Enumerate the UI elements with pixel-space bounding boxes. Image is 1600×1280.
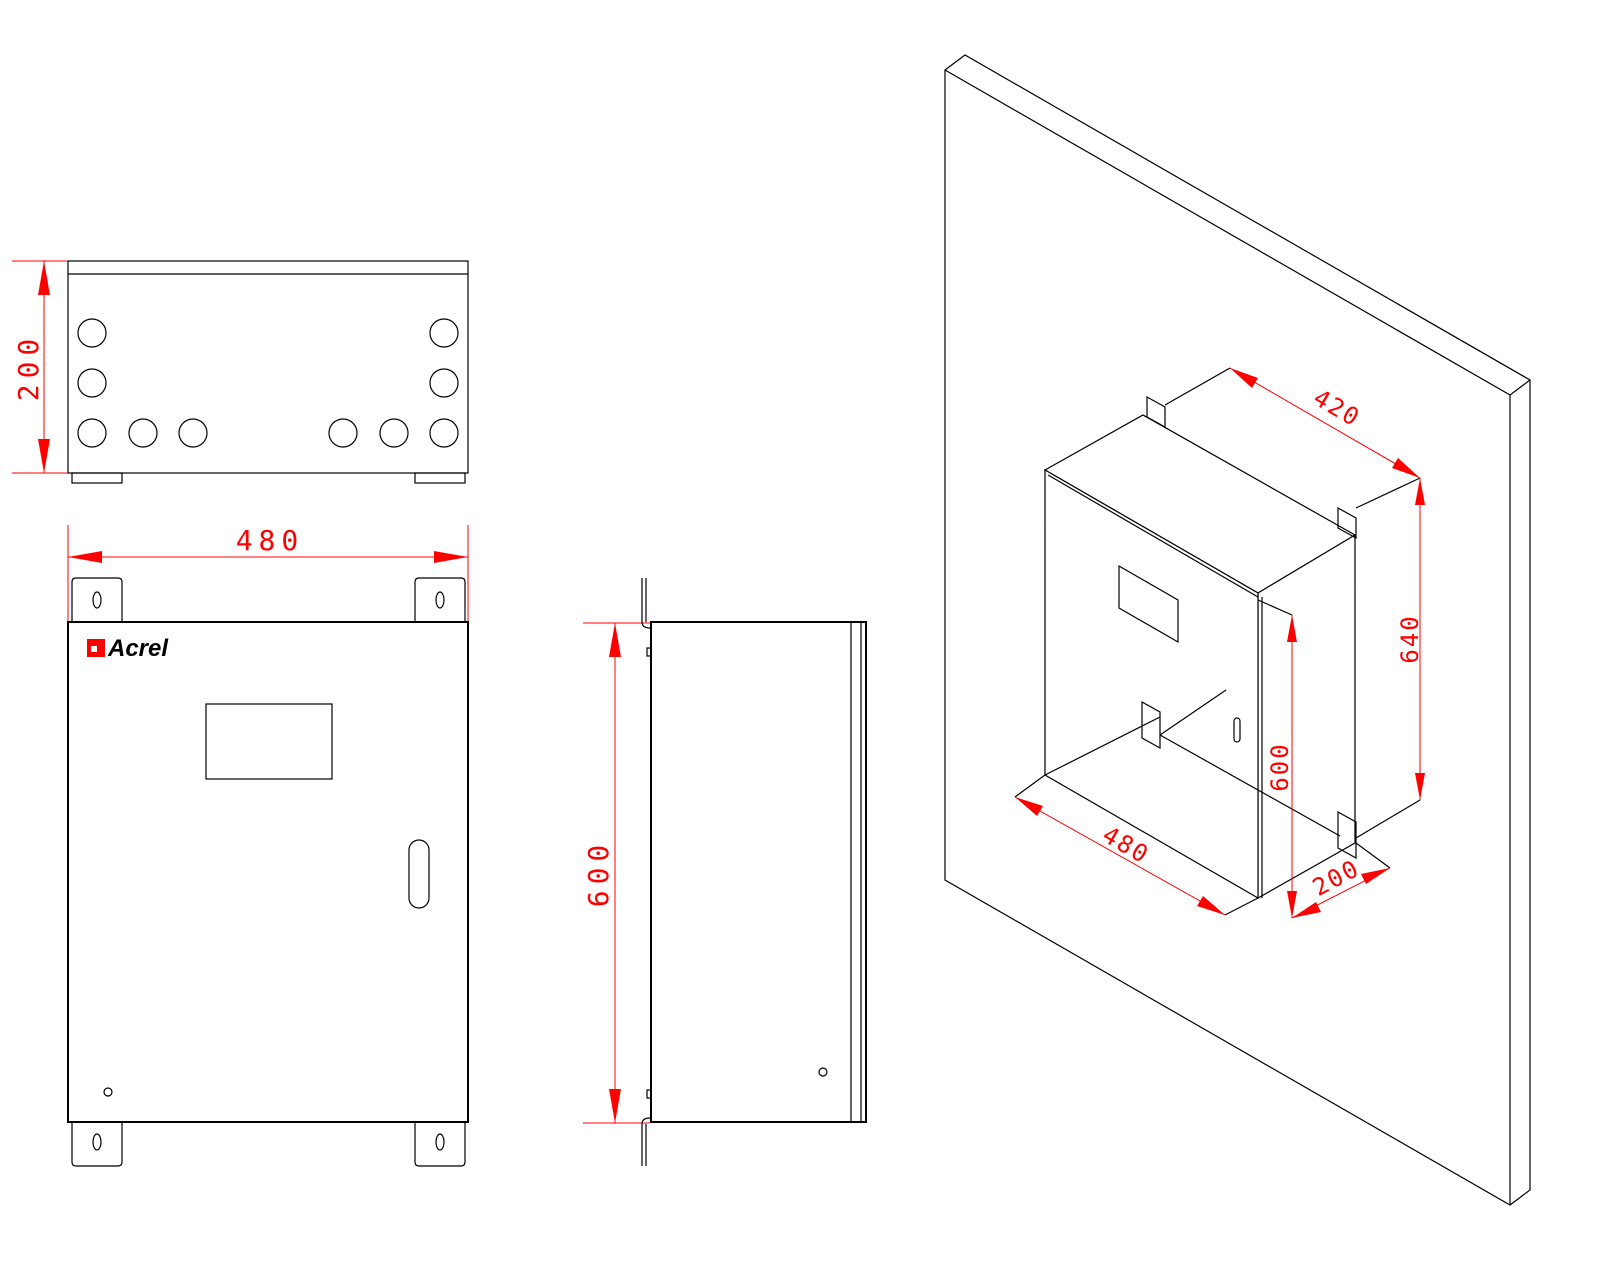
iso-mount-height-label: 640 [1396,614,1424,663]
iso-height-label: 600 [1266,742,1294,791]
svg-text:Acrel: Acrel [107,635,169,662]
display-window [205,703,333,780]
acrel-logo: Acrel [87,635,169,662]
door-handle [408,839,430,909]
front-view: 480 Acrel [67,524,469,1167]
iso-mount-width-label: 420 [1309,384,1366,433]
isometric-view: 420 640 600 480 200 [944,54,1531,1206]
cable-gland-holes [77,318,459,448]
front-view-width-label: 480 [236,524,305,557]
top-view-depth-label: 200 [12,333,45,402]
side-view: 600 [582,578,867,1166]
side-view-height-label: 600 [582,839,615,908]
top-view: 200 [12,260,469,484]
wall [944,54,1531,1206]
